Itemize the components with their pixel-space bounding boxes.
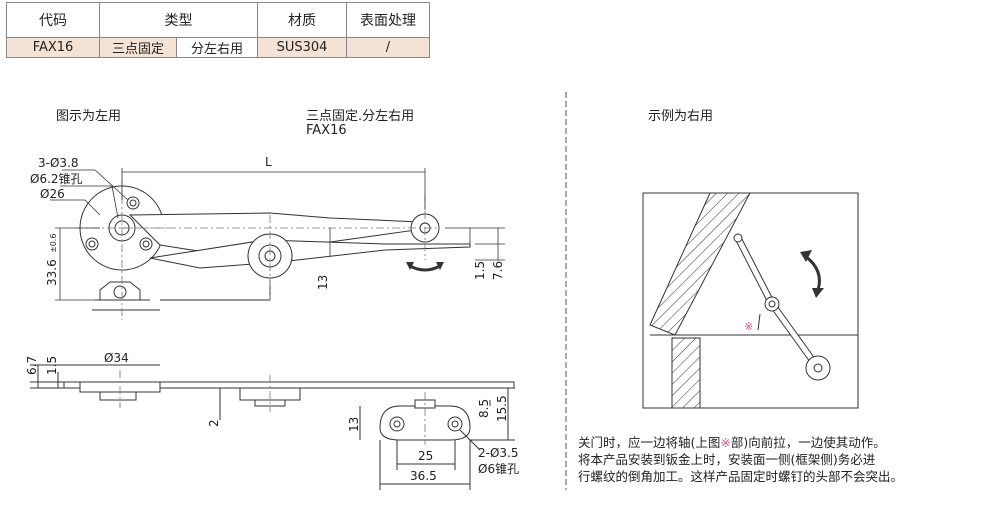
dim-height: 33.6 xyxy=(45,259,59,286)
mount-plate xyxy=(379,405,471,441)
dim-15-5: 15.5 xyxy=(495,395,509,422)
dim-2: 2 xyxy=(207,419,221,427)
dim-1-5-side: 1.5 xyxy=(45,356,59,375)
caption-middle-line2: FAX16 xyxy=(306,123,347,138)
cell-type-a: 三点固定 xyxy=(99,37,177,58)
cell-code: FAX16 xyxy=(6,37,100,58)
side-view-drawing: 6.7 1.5 Ø34 2 13 8.5 15.5 25 36.5 2-Ø3.5… xyxy=(25,351,519,490)
example-illustration: ※ xyxy=(642,192,859,409)
hole-right xyxy=(139,237,153,251)
pivot-boss xyxy=(247,233,293,279)
caption-right: 示例为右用 xyxy=(648,109,714,124)
dim-13-top: 13 xyxy=(316,275,330,290)
dim-diameter: Ø26 xyxy=(40,187,65,201)
header-code: 代码 xyxy=(6,2,100,38)
dim-7-6: 7.6 xyxy=(491,261,505,280)
mark-star: ※ xyxy=(744,320,753,333)
caption-middle-line1: 三点固定.分左右用 xyxy=(306,109,415,124)
cell-surface: / xyxy=(346,37,430,58)
hole-left xyxy=(85,237,99,251)
dim-holes: 3-Ø3.8 xyxy=(38,156,79,170)
note-line-1: 关门时，应一边将轴(上图※部)向前拉，一边使其动作。 xyxy=(578,435,886,450)
dim-25: 25 xyxy=(418,449,433,463)
dim-dia-34: Ø34 xyxy=(104,351,129,365)
wall-section xyxy=(671,337,701,409)
dim-8-5: 8.5 xyxy=(477,399,491,418)
top-view-drawing: 3-Ø3.8 Ø6.2锥孔 Ø26 L 33.6 ±0.6 13 1.5 7.6 xyxy=(30,155,505,320)
dim-length: L xyxy=(265,155,272,169)
spec-table: 代码 类型 材质 表面处理 FAX16 三点固定 分左右用 SUS304 / xyxy=(6,2,430,58)
rotation-arrow-icon xyxy=(409,264,441,272)
dim-13-side: 13 xyxy=(347,417,361,432)
cell-type-b: 分左右用 xyxy=(176,37,258,58)
caption-left: 图示为左用 xyxy=(56,109,122,124)
dim-countersink: Ø6.2锥孔 xyxy=(30,172,83,186)
dim-tolerance: ±0.6 xyxy=(49,234,58,253)
cell-material: SUS304 xyxy=(257,37,347,58)
header-surface: 表面处理 xyxy=(346,2,430,38)
dim-36-5: 36.5 xyxy=(410,469,437,483)
dim-1-5-top: 1.5 xyxy=(473,261,487,280)
hole-top xyxy=(126,196,140,210)
dim-countersink-2: Ø6锥孔 xyxy=(478,462,519,476)
bracket-bottom xyxy=(99,281,141,300)
dim-holes-2: 2-Ø3.5 xyxy=(478,446,519,460)
note-line-3: 行螺纹的倒角加工。这样产品固定时螺钉的头部不会突出。 xyxy=(578,469,904,484)
note-text: 关门时，应一边将轴(上图※部)向前拉，一边使其动作。 将本产品安装到钣金上时，安… xyxy=(578,434,903,485)
dim-6-7: 6.7 xyxy=(25,356,39,375)
note-line-2: 将本产品安装到钣金上时，安装面一侧(框架侧)务必进 xyxy=(578,452,876,467)
swing-arrow-icon xyxy=(804,254,821,291)
